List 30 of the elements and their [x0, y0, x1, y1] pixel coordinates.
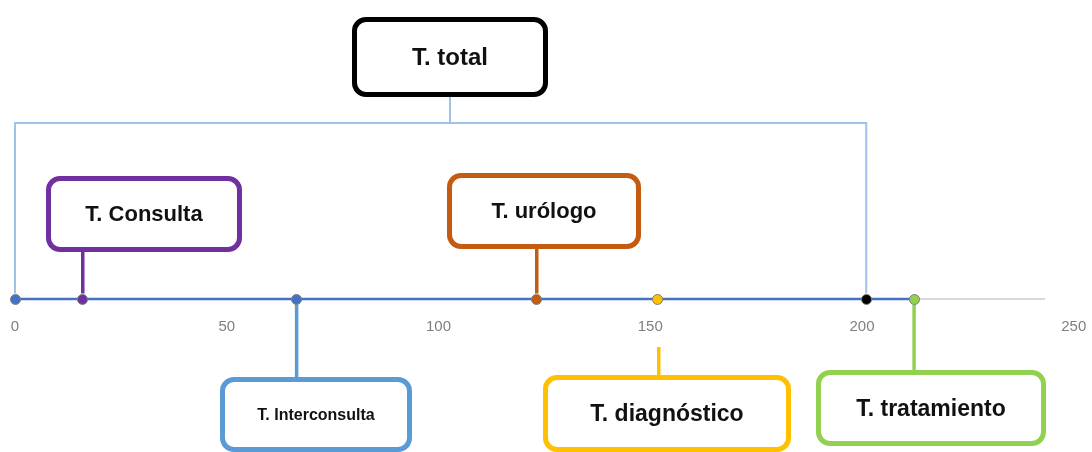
label-box — [352, 17, 548, 97]
timeline-point — [860, 293, 872, 305]
tick-label: 50 — [218, 317, 236, 334]
leader-line — [912, 304, 916, 370]
tick-label: 100 — [426, 317, 451, 334]
leader-line — [81, 252, 85, 294]
box-label: T. Interconsulta — [257, 405, 375, 424]
timeline-point — [651, 293, 663, 305]
timeline-point — [9, 293, 21, 305]
label-box — [447, 173, 641, 249]
timeline-point — [77, 293, 89, 305]
label-box — [816, 370, 1046, 446]
timeline-point — [908, 293, 920, 305]
box-label: T. tratamiento — [856, 394, 1006, 422]
box-label: T. total — [412, 43, 488, 71]
label-box — [220, 377, 412, 452]
leader-line — [656, 347, 661, 375]
box-label: T. urólogo — [491, 198, 597, 224]
timeline-point — [531, 293, 543, 305]
box-label: T. Consulta — [85, 201, 203, 227]
box-label: T. diagnóstico — [590, 400, 744, 427]
leader-line — [535, 249, 539, 294]
tick-label: 250 — [1061, 317, 1087, 334]
tick-label: 150 — [637, 317, 663, 334]
label-box — [46, 176, 242, 252]
tick-label: 0 — [10, 317, 20, 334]
leader-line — [294, 304, 299, 377]
label-box — [543, 375, 791, 452]
tick-label: 200 — [849, 317, 875, 334]
timeline-point — [291, 293, 303, 305]
